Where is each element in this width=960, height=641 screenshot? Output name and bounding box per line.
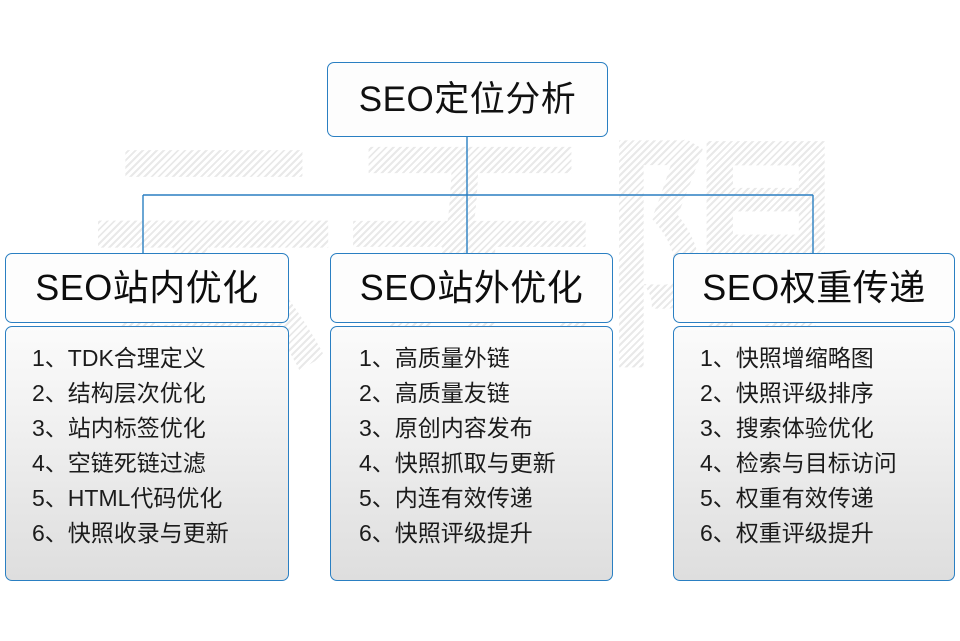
- list-item: 5、内连有效传递: [359, 485, 533, 511]
- list-item: 1、TDK合理定义: [32, 345, 206, 371]
- list-item: 4、快照抓取与更新: [359, 450, 556, 476]
- column-header-2[interactable]: SEO站外优化: [330, 253, 613, 323]
- column-header-3[interactable]: SEO权重传递: [673, 253, 955, 323]
- list-item: 3、原创内容发布: [359, 415, 533, 441]
- list-item: 6、权重评级提升: [700, 520, 874, 546]
- column-header-label-2: SEO站外优化: [359, 267, 584, 308]
- column-seo-weight-transfer: SEO权重传递 1、快照增缩略图 2、快照评级排序 3、搜索体验优化 4、检索与…: [673, 253, 955, 581]
- column-header-label-3: SEO权重传递: [702, 267, 926, 308]
- column-header-1[interactable]: SEO站内优化: [5, 253, 289, 323]
- root-node-label: SEO定位分析: [358, 80, 577, 119]
- column-body-1: 1、TDK合理定义 2、结构层次优化 3、站内标签优化 4、空链死链过滤 5、H…: [5, 326, 289, 581]
- column-seo-onsite: SEO站内优化 1、TDK合理定义 2、结构层次优化 3、站内标签优化 4、空链…: [5, 253, 289, 581]
- list-item: 4、检索与目标访问: [700, 450, 897, 476]
- column-body-2: 1、高质量外链 2、高质量友链 3、原创内容发布 4、快照抓取与更新 5、内连有…: [330, 326, 613, 581]
- list-item: 6、快照收录与更新: [32, 520, 229, 546]
- column-header-label-1: SEO站内优化: [35, 267, 259, 308]
- root-node[interactable]: SEO定位分析: [327, 62, 608, 137]
- list-item: 1、快照增缩略图: [700, 345, 874, 371]
- list-item: 1、高质量外链: [359, 345, 510, 371]
- column-seo-offsite: SEO站外优化 1、高质量外链 2、高质量友链 3、原创内容发布 4、快照抓取与…: [330, 253, 613, 581]
- list-item: 2、高质量友链: [359, 380, 510, 406]
- column-body-3: 1、快照增缩略图 2、快照评级排序 3、搜索体验优化 4、检索与目标访问 5、权…: [673, 326, 955, 581]
- list-item: 5、HTML代码优化: [32, 485, 223, 511]
- list-item: 3、站内标签优化: [32, 415, 206, 441]
- list-item: 5、权重有效传递: [700, 485, 874, 511]
- list-item: 6、快照评级提升: [359, 520, 533, 546]
- list-item: 2、结构层次优化: [32, 380, 206, 406]
- list-item: 2、快照评级排序: [700, 380, 874, 406]
- list-item: 3、搜索体验优化: [700, 415, 874, 441]
- list-item: 4、空链死链过滤: [32, 450, 206, 476]
